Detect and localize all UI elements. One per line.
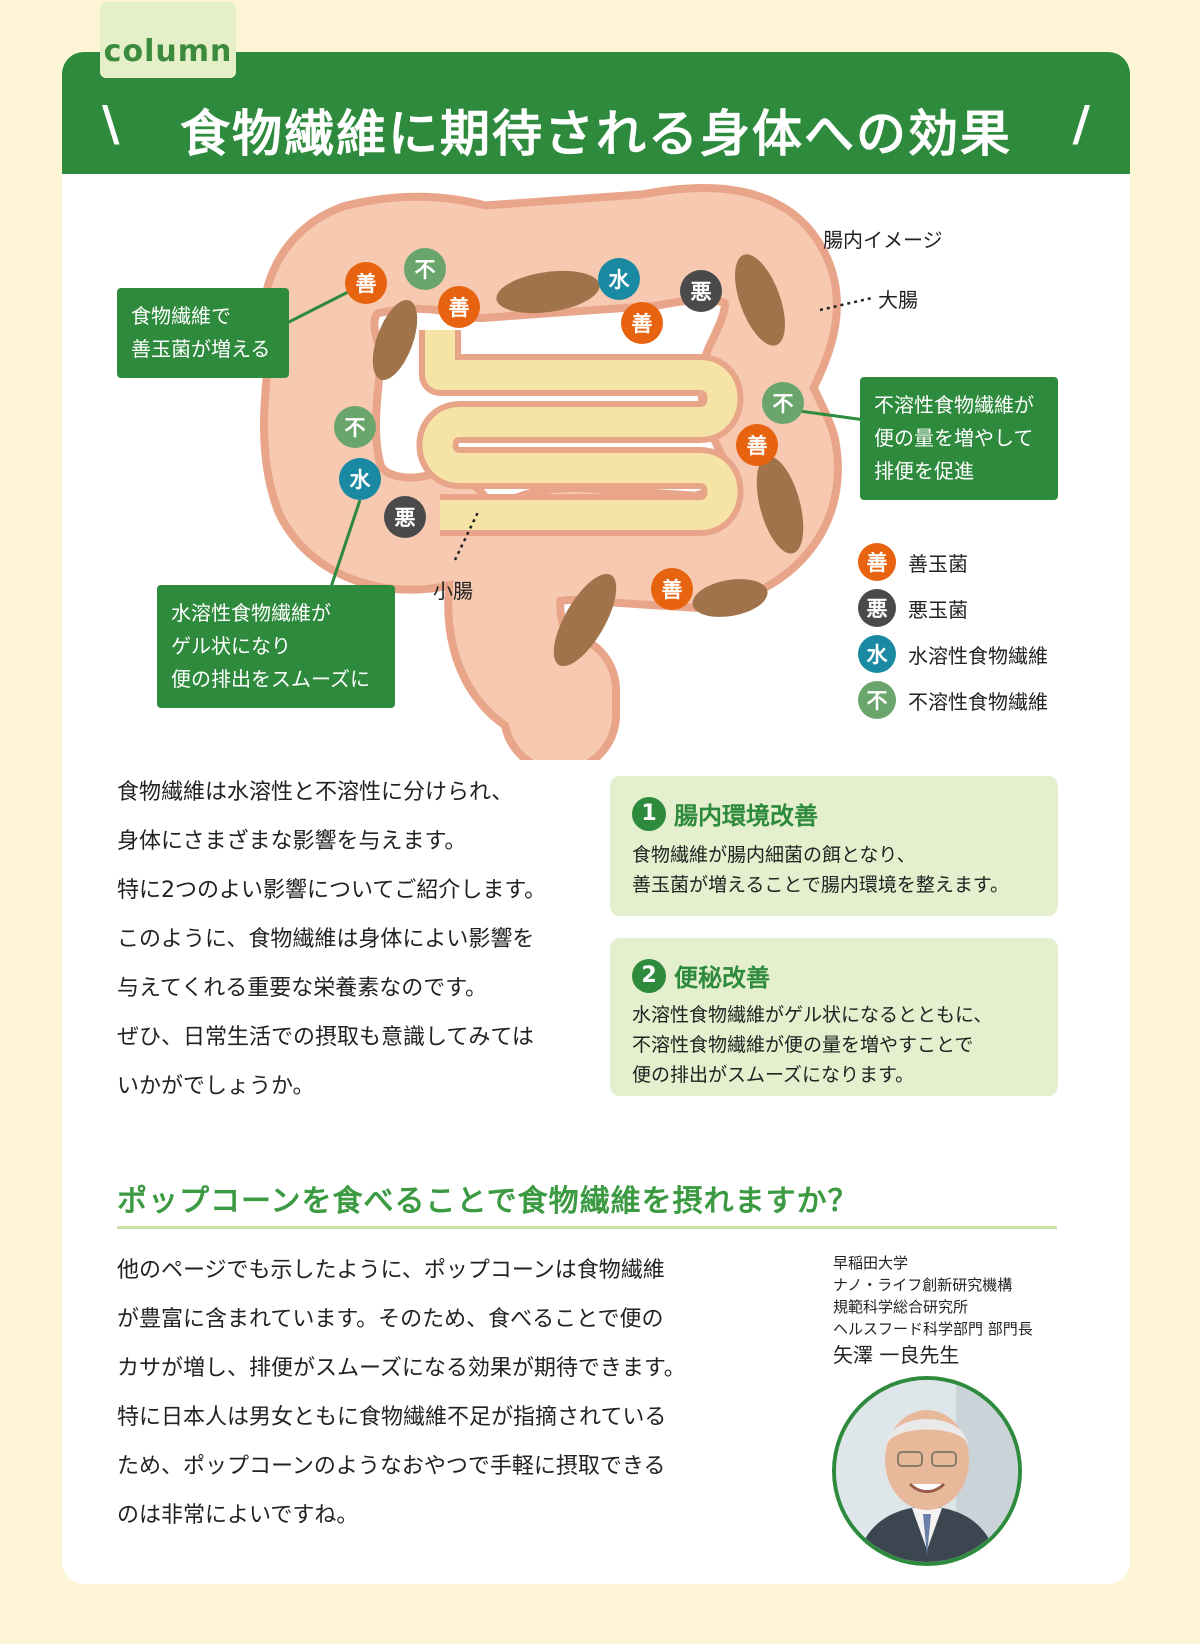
number-badge: 1 <box>632 796 666 831</box>
answer-line: カサが増し、排便がスムーズになる効果が期待できます。 <box>117 1356 686 1381</box>
affiliation-line: ナノ・ライフ創新研究機構 <box>833 1276 1013 1294</box>
callout-line: 食物繊維で <box>131 304 231 328</box>
intro-line: いかがでしょうか。 <box>117 1074 315 1099</box>
affiliation-line: 規範科学総合研究所 <box>833 1298 969 1316</box>
title-bar: \ 食物繊維に期待される身体への効果 / <box>62 52 1130 174</box>
soluble-fiber-icon: 水 <box>858 635 896 673</box>
callout-insoluble-fiber: 不溶性食物繊維が 便の量を増やして 排便を促進 <box>860 377 1058 500</box>
legend-label: 悪玉菌 <box>908 597 968 622</box>
title-slash-right: / <box>1072 96 1090 152</box>
expert-name: 矢澤 一良先生 <box>833 1343 960 1367</box>
number-badge: 2 <box>632 958 666 993</box>
divider <box>117 1226 1057 1229</box>
good-bacteria-icon: 善 <box>736 424 778 466</box>
callout-line: 水溶性食物繊維が <box>171 601 331 625</box>
page-title: 食物繊維に期待される身体への効果 <box>180 105 1012 163</box>
effect-box-header: 1 腸内環境改善 <box>632 796 818 831</box>
effect-line: 便の排出がスムーズになります。 <box>632 1064 915 1086</box>
insoluble-fiber-icon: 不 <box>404 248 446 290</box>
effect-line: 善玉菌が増えることで腸内環境を整えます。 <box>632 874 1009 896</box>
intro-line: 特に2つのよい影響についてご紹介します。 <box>117 878 547 903</box>
good-bacteria-icon: 善 <box>621 302 663 344</box>
intro-line: 与えてくれる重要な栄養素なのです。 <box>117 976 488 1001</box>
large-intestine-label: 大腸 <box>878 288 918 312</box>
affiliation-line: 早稲田大学 <box>833 1254 909 1272</box>
effect-description: 水溶性食物繊維がゲル状になるとともに、 不溶性食物繊維が便の量を増やすことで 便… <box>632 1000 992 1090</box>
answer-text: 他のページでも示したように、ポップコーンは食物繊維 が豊富に含まれています。その… <box>117 1246 686 1540</box>
column-tag: column <box>100 2 236 78</box>
callout-soluble-fiber: 水溶性食物繊維が ゲル状になり 便の排出をスムーズに <box>157 585 395 708</box>
question-heading: ポップコーンを食べることで食物繊維を摂れますか？ <box>117 1184 859 1219</box>
answer-line: が豊富に含まれています。そのため、食べることで便の <box>117 1307 664 1332</box>
effect-title: 便秘改善 <box>674 964 770 992</box>
soluble-fiber-icon: 水 <box>598 258 640 300</box>
callout-line: 不溶性食物繊維が <box>874 393 1034 417</box>
column-tag-label: column <box>103 34 233 69</box>
insoluble-fiber-icon: 不 <box>858 681 896 719</box>
effect-box-constipation: 2 便秘改善 水溶性食物繊維がゲル状になるとともに、 不溶性食物繊維が便の量を増… <box>610 938 1058 1096</box>
answer-line: 他のページでも示したように、ポップコーンは食物繊維 <box>117 1258 665 1283</box>
effect-description: 食物繊維が腸内細菌の餌となり、 善玉菌が増えることで腸内環境を整えます。 <box>632 840 1009 900</box>
bad-bacteria-icon: 悪 <box>384 496 426 538</box>
legend-label: 不溶性食物繊維 <box>908 689 1048 714</box>
expert-portrait <box>832 1376 1022 1566</box>
effect-title: 腸内環境改善 <box>674 802 818 830</box>
intro-line: 食物繊維は水溶性と不溶性に分けられ、 <box>117 780 514 805</box>
good-bacteria-icon: 善 <box>651 568 693 610</box>
good-bacteria-icon: 善 <box>858 543 896 581</box>
effect-line: 不溶性食物繊維が便の量を増やすことで <box>632 1034 974 1056</box>
callout-line: 排便を促進 <box>874 459 974 483</box>
effect-box-header: 2 便秘改善 <box>632 958 770 993</box>
small-intestine-label: 小腸 <box>433 579 473 603</box>
good-bacteria-icon: 善 <box>345 262 387 304</box>
callout-line: 善玉菌が増える <box>131 337 271 361</box>
affiliation-line: ヘルスフード科学部門 部門長 <box>833 1320 1033 1338</box>
intestine-illustration <box>258 184 873 760</box>
callout-line: ゲル状になり <box>171 634 291 658</box>
callout-good-bacteria: 食物繊維で 善玉菌が増える <box>117 288 289 378</box>
bad-bacteria-icon: 悪 <box>858 589 896 627</box>
intro-line: 身体にさまざまな影響を与えます。 <box>117 829 467 854</box>
callout-line: 便の排出をスムーズに <box>171 667 370 691</box>
expert-affiliation: 早稲田大学 ナノ・ライフ創新研究機構 規範科学総合研究所 ヘルスフード科学部門 … <box>833 1252 1033 1370</box>
soluble-fiber-icon: 水 <box>339 458 381 500</box>
stool-shapes <box>372 254 804 667</box>
legend-bad-bacteria: 悪 悪玉菌 <box>858 588 968 628</box>
insoluble-fiber-icon: 不 <box>334 406 376 448</box>
intro-line: ぜひ、日常生活での摂取も意識してみては <box>117 1025 534 1050</box>
effect-line: 食物繊維が腸内細菌の餌となり、 <box>632 844 916 866</box>
answer-line: 特に日本人は男女ともに食物繊維不足が指摘されている <box>117 1405 667 1430</box>
effect-line: 水溶性食物繊維がゲル状になるとともに、 <box>632 1004 993 1026</box>
legend-label: 水溶性食物繊維 <box>908 643 1048 668</box>
bad-bacteria-icon: 悪 <box>680 270 722 312</box>
good-bacteria-icon: 善 <box>438 286 480 328</box>
intestine-image-label: 腸内イメージ <box>823 228 943 252</box>
title-slash-left: \ <box>102 96 120 152</box>
insoluble-fiber-icon: 不 <box>762 382 804 424</box>
answer-line: のは非常によいですね。 <box>117 1503 359 1528</box>
legend-good-bacteria: 善 善玉菌 <box>858 542 968 582</box>
callout-line: 便の量を増やして <box>874 426 1034 450</box>
legend-insoluble-fiber: 不 不溶性食物繊維 <box>858 680 1048 720</box>
legend-label: 善玉菌 <box>908 551 968 576</box>
legend-soluble-fiber: 水 水溶性食物繊維 <box>858 634 1048 674</box>
intro-line: このように、食物繊維は身体によい影響を <box>117 927 535 952</box>
intro-text: 食物繊維は水溶性と不溶性に分けられ、 身体にさまざまな影響を与えます。 特に2つ… <box>117 768 607 1111</box>
answer-line: ため、ポップコーンのようなおやつで手軽に摂取できる <box>117 1454 666 1479</box>
effect-box-gut: 1 腸内環境改善 食物繊維が腸内細菌の餌となり、 善玉菌が増えることで腸内環境を… <box>610 776 1058 916</box>
